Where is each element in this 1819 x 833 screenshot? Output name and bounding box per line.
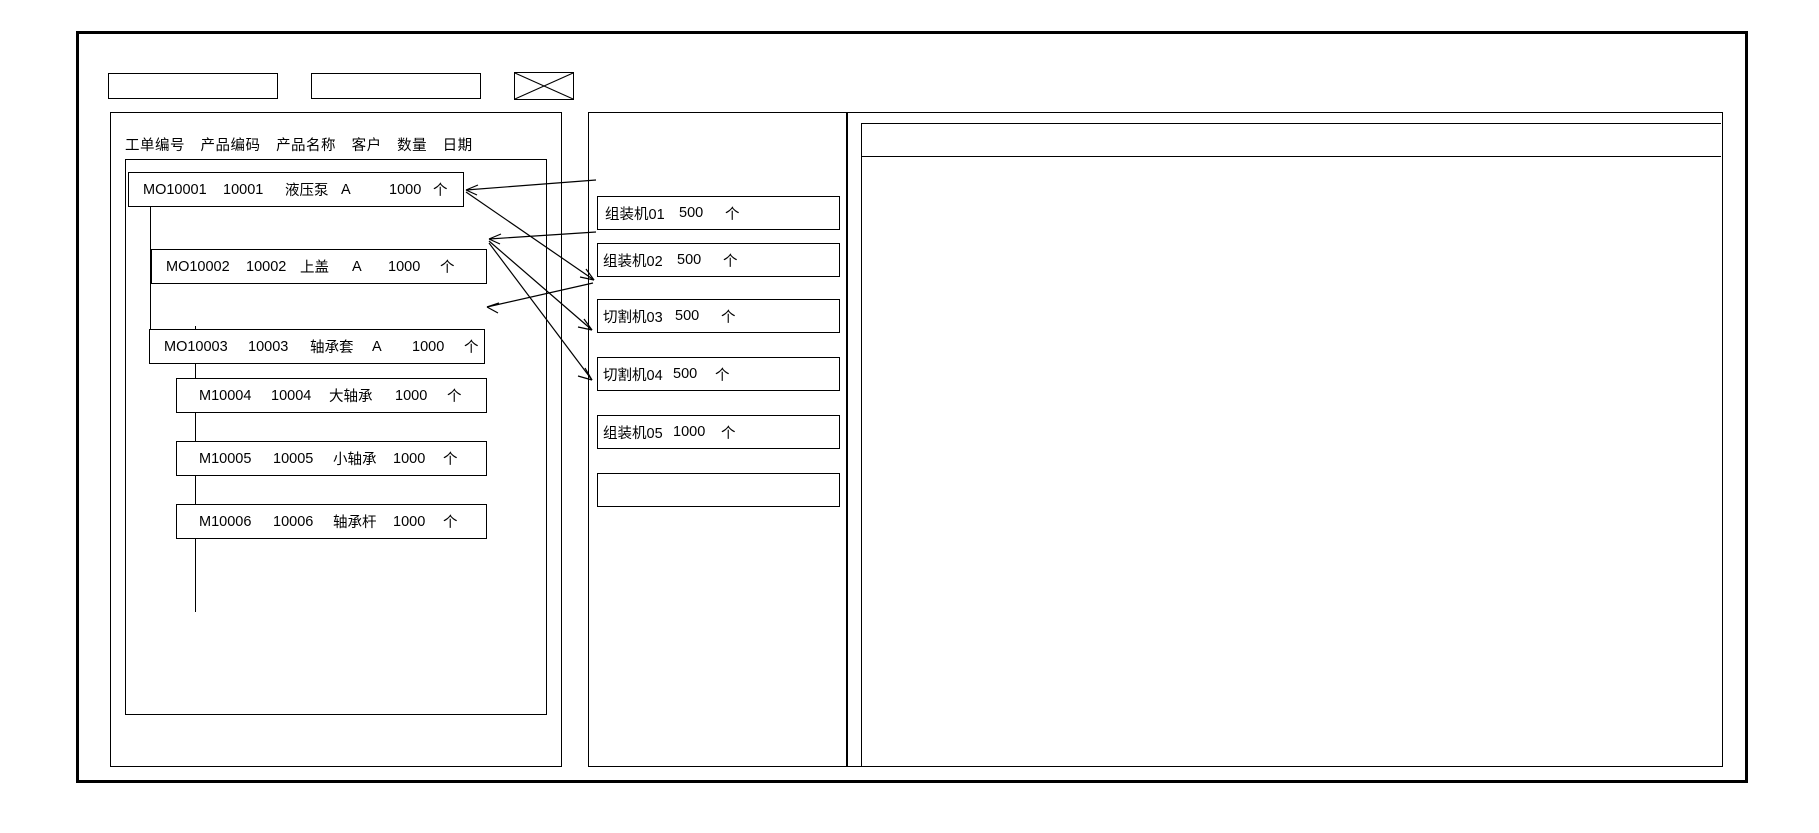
node-product-name: 上盖 [300,260,329,276]
toolbar-field-1[interactable] [108,73,278,99]
machine-chip-1[interactable]: 组装机01 500 个 [597,196,840,230]
node-customer: A [352,258,362,275]
node-order-no: MO10001 [143,181,207,198]
node-order-no: M10005 [199,450,252,467]
node-order-no: M10006 [199,513,252,530]
column-header-order-no: 工单编号 [125,138,185,154]
node-unit: 个 [443,515,458,531]
machine-quantity: 500 [679,205,704,221]
machine-schedule-panel: 组装机01 500 个 组装机02 500 个 切割机03 500 个 切割机0… [588,112,847,767]
machine-name: 组装机05 [603,425,663,442]
tree-node-MO10001[interactable]: MO10001 10001 液压泵 A 1000 个 [128,172,464,207]
machine-unit: 个 [725,206,740,223]
machine-chip-4[interactable]: 切割机04 500 个 [597,357,840,391]
column-header-product-name: 产品名称 [276,138,337,154]
detail-panel-header-row [861,123,1721,157]
node-product-name: 轴承杆 [333,515,377,531]
machine-chip-2[interactable]: 组装机02 500 个 [597,243,840,277]
node-unit: 个 [443,452,458,468]
node-quantity: 1000 [412,338,445,355]
node-product-code: 10005 [273,450,314,467]
machine-unit: 个 [721,309,736,326]
tree-node-M10004[interactable]: M10004 10004 大轴承 1000 个 [176,378,487,413]
column-header-date: 日期 [442,138,473,154]
node-order-no: MO10003 [164,338,228,355]
work-order-panel: 工单编号 产品编码 产品名称 客户 数量 日期 MO10001 10001 液压… [110,112,562,767]
node-product-code: 10004 [271,387,312,404]
machine-chip-3[interactable]: 切割机03 500 个 [597,299,840,333]
toolbar [108,72,574,100]
machine-unit: 个 [721,425,736,442]
machine-unit: 个 [723,253,738,270]
node-product-name: 小轴承 [333,452,377,468]
node-product-code: 10006 [273,513,314,530]
column-header-product-code: 产品编码 [200,138,261,154]
node-quantity: 1000 [393,450,426,467]
node-unit: 个 [440,260,455,276]
column-header-quantity: 数量 [397,138,428,154]
machine-quantity: 500 [673,366,698,382]
image-placeholder-icon[interactable] [514,72,574,100]
machine-quantity: 1000 [673,424,706,440]
tree-node-M10006[interactable]: M10006 10006 轴承杆 1000 个 [176,504,487,539]
node-order-no: M10004 [199,387,252,404]
node-quantity: 1000 [388,258,421,275]
machine-name: 切割机04 [603,367,663,384]
node-quantity: 1000 [389,181,422,198]
tree-node-M10005[interactable]: M10005 10005 小轴承 1000 个 [176,441,487,476]
node-unit: 个 [447,389,462,405]
machine-name: 切割机03 [603,309,663,326]
node-quantity: 1000 [395,387,428,404]
machine-quantity: 500 [677,252,702,268]
tree-node-MO10003[interactable]: MO10003 10003 轴承套 A 1000 个 [149,329,485,364]
node-product-code: 10003 [248,338,289,355]
machine-quantity: 500 [675,308,700,324]
column-headers: 工单编号 产品编码 产品名称 客户 数量 日期 [125,134,473,155]
node-customer: A [341,181,351,198]
node-product-name: 大轴承 [329,389,373,405]
node-order-no: MO10002 [166,258,230,275]
node-quantity: 1000 [393,513,426,530]
machine-unit: 个 [715,367,730,384]
column-header-customer: 客户 [351,138,382,154]
machine-chip-6-empty[interactable] [597,473,840,507]
machine-name: 组装机01 [605,206,665,223]
tree-connector-trunk-1 [150,207,151,347]
node-customer: A [372,338,382,355]
machine-chip-5[interactable]: 组装机05 1000 个 [597,415,840,449]
detail-panel-body [861,123,1721,766]
node-unit: 个 [433,183,448,199]
work-order-tree-container [125,159,547,715]
node-product-code: 10001 [223,181,264,198]
node-product-code: 10002 [246,258,287,275]
node-product-name: 轴承套 [310,340,354,356]
node-product-name: 液压泵 [285,183,329,199]
detail-panel [847,112,1723,767]
toolbar-field-2[interactable] [311,73,481,99]
node-unit: 个 [464,340,479,356]
machine-name: 组装机02 [603,253,663,270]
tree-node-MO10002[interactable]: MO10002 10002 上盖 A 1000 个 [151,249,487,284]
